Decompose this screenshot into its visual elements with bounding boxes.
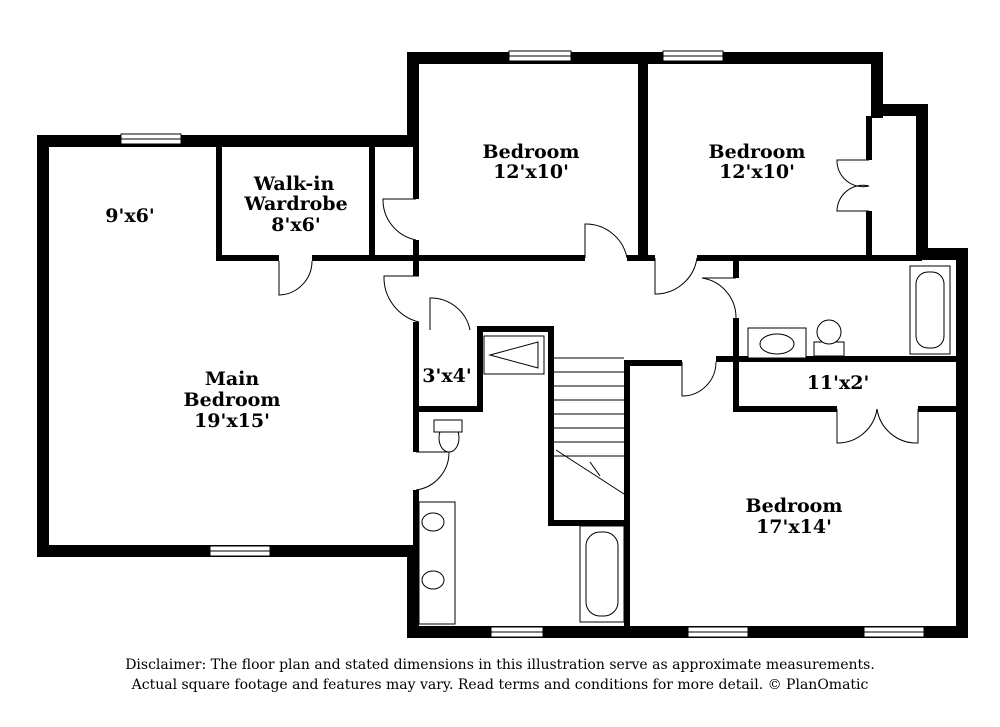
- interior-walls: [216, 64, 962, 635]
- hall-closet-dims: 11'x2': [807, 372, 870, 394]
- windows: [120, 50, 925, 638]
- floor-plan: 9'x6' Walk-in Wardrobe 8'x6' Bedroom 12'…: [37, 50, 968, 638]
- bedroom-3-label: Bedroom: [746, 495, 843, 517]
- bedroom-2-dims: 12'x10': [719, 161, 795, 183]
- main-bedroom-label-line2: Bedroom: [184, 389, 281, 411]
- doors: [278, 159, 919, 491]
- bedroom-1-dims: 12'x10': [493, 161, 569, 183]
- small-closet-dims: 3'x4': [422, 365, 471, 387]
- room-labels: 9'x6' Walk-in Wardrobe 8'x6' Bedroom 12'…: [105, 141, 869, 538]
- closet-main-dims: 9'x6': [105, 205, 154, 227]
- bedroom-2-label: Bedroom: [709, 141, 806, 163]
- main-bedroom-dims: 19'x15': [194, 410, 270, 432]
- main-bedroom-label-line1: Main: [205, 368, 260, 390]
- walk-in-label-line1: Walk-in: [253, 173, 335, 195]
- bedroom-1-label: Bedroom: [483, 141, 580, 163]
- bedroom-3-dims: 17'x14': [756, 516, 832, 538]
- disclaimer-line-2: Actual square footage and features may v…: [131, 677, 869, 693]
- walk-in-label-line2: Wardrobe: [243, 193, 347, 215]
- disclaimer-line-1: Disclaimer: The floor plan and stated di…: [125, 657, 875, 673]
- walk-in-dims: 8'x6': [271, 214, 320, 236]
- fixtures: [418, 265, 951, 625]
- staircase: [554, 357, 625, 495]
